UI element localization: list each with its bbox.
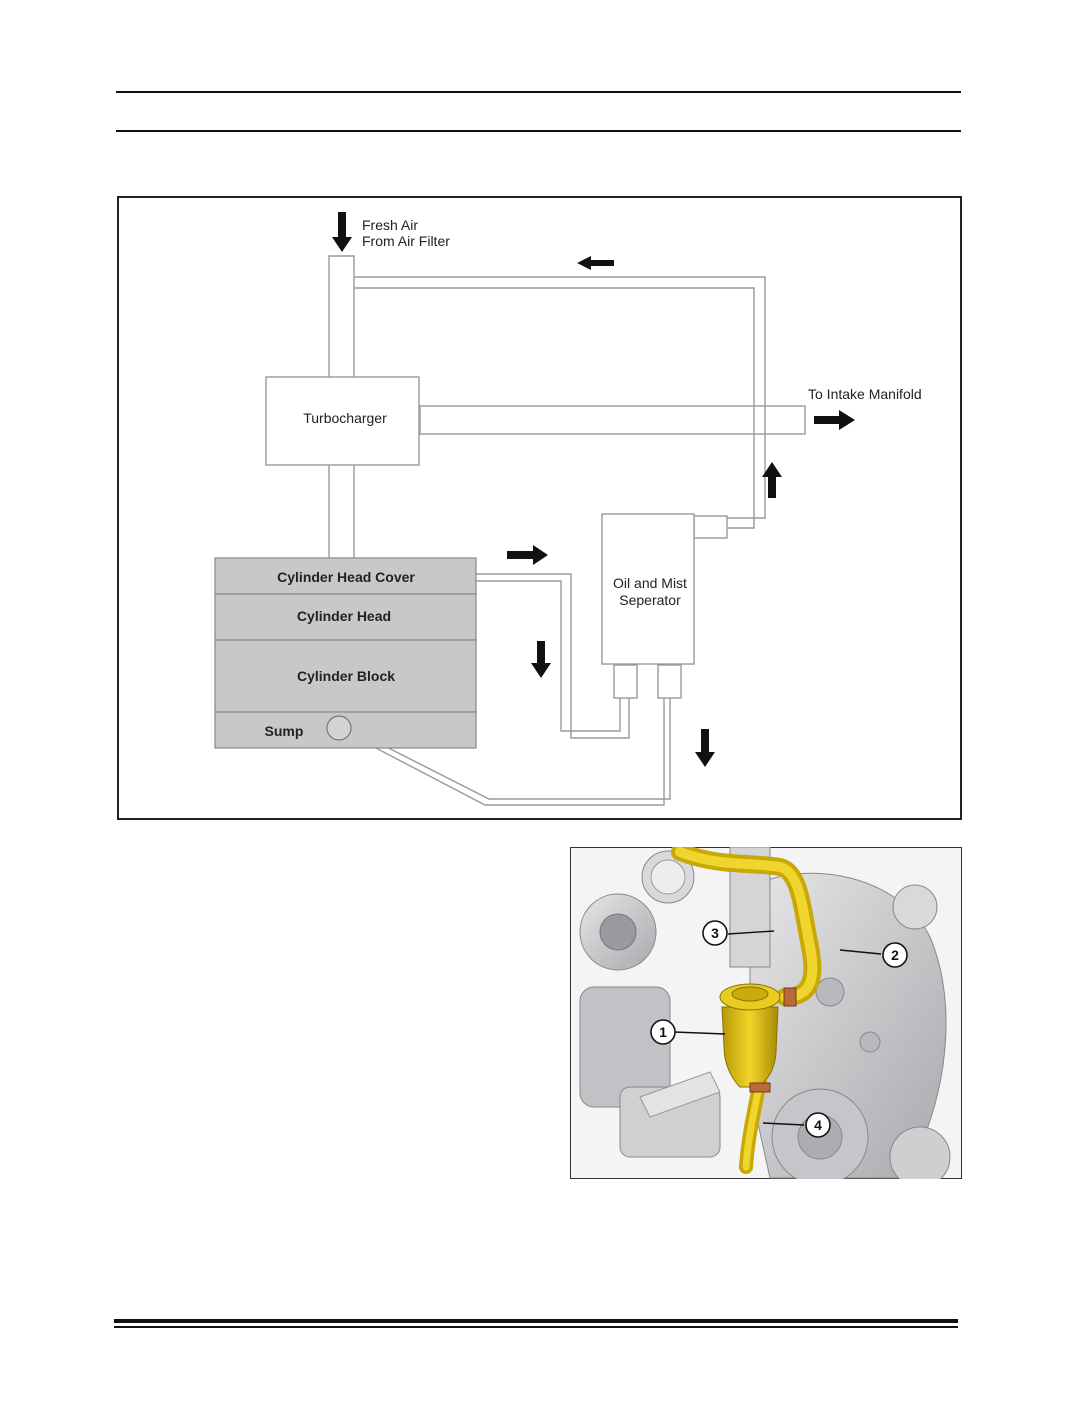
flow-arrows bbox=[332, 212, 855, 767]
intake-manifold-pipe bbox=[419, 405, 806, 435]
callout-2: 2 bbox=[882, 942, 908, 968]
arrow-blowby-right bbox=[507, 545, 548, 565]
callout-leaders bbox=[673, 930, 882, 1126]
return-pipe-outer bbox=[354, 276, 766, 519]
sump-drain-port bbox=[326, 715, 352, 741]
drain-pipe-outer bbox=[348, 698, 665, 806]
header-rule-lower bbox=[116, 130, 961, 132]
cylinder-block-box bbox=[214, 639, 477, 713]
turbocharger-label: Turbocharger bbox=[303, 410, 387, 426]
blowby-pipe-inner bbox=[476, 580, 621, 732]
turbocharger-box bbox=[265, 376, 420, 466]
crankcase-ventilation-diagram: Turbocharger Oil and Mist Seperator Cyli… bbox=[117, 196, 962, 827]
to-intake-manifold-label: To Intake Manifold bbox=[808, 386, 922, 402]
separator-label-line1: Oil and Mist bbox=[613, 575, 687, 591]
engine-block bbox=[214, 557, 477, 749]
arrow-drain-down bbox=[695, 729, 715, 767]
arrow-intake-right bbox=[814, 410, 855, 430]
cylinder-head-label: Cylinder Head bbox=[297, 608, 391, 624]
arrow-return-left bbox=[577, 256, 614, 270]
oil-mist-separator-box bbox=[601, 513, 695, 665]
separator-label-line2: Seperator bbox=[619, 592, 681, 608]
cylinder-block-label: Cylinder Block bbox=[297, 668, 395, 684]
callout-1-label: 1 bbox=[659, 1024, 667, 1040]
arrow-blowby-down bbox=[531, 641, 551, 678]
fresh-air-label-line1: Fresh Air bbox=[362, 217, 418, 233]
blowby-pipe-outer bbox=[476, 573, 630, 739]
separator-location-illustration: 3 2 1 4 bbox=[570, 843, 962, 1188]
footer-rule-thick bbox=[114, 1319, 958, 1323]
header-rule-upper bbox=[116, 91, 961, 93]
callout-3: 3 bbox=[702, 920, 728, 946]
callout-1: 1 bbox=[650, 1019, 676, 1045]
fresh-air-label-line2: From Air Filter bbox=[362, 233, 450, 249]
arrow-fresh-air-down bbox=[332, 212, 352, 252]
oil-mist-separator-part bbox=[719, 983, 797, 1093]
callout-2-label: 2 bbox=[891, 947, 899, 963]
footer-rule-thin bbox=[114, 1326, 958, 1328]
separator-stub-right bbox=[657, 664, 682, 699]
sump-label: Sump bbox=[265, 723, 304, 739]
callout-4: 4 bbox=[805, 1112, 831, 1138]
drain-pipe-inner bbox=[352, 698, 671, 800]
separator-stub-left bbox=[613, 664, 638, 699]
callout-4-label: 4 bbox=[814, 1117, 822, 1133]
return-pipe-inner bbox=[354, 287, 755, 529]
cylinder-head-cover-label: Cylinder Head Cover bbox=[277, 569, 415, 585]
cylinder-head-box bbox=[214, 593, 477, 641]
cylinder-head-cover-box bbox=[214, 557, 477, 595]
callout-3-label: 3 bbox=[711, 925, 719, 941]
arrow-return-up bbox=[762, 462, 782, 498]
